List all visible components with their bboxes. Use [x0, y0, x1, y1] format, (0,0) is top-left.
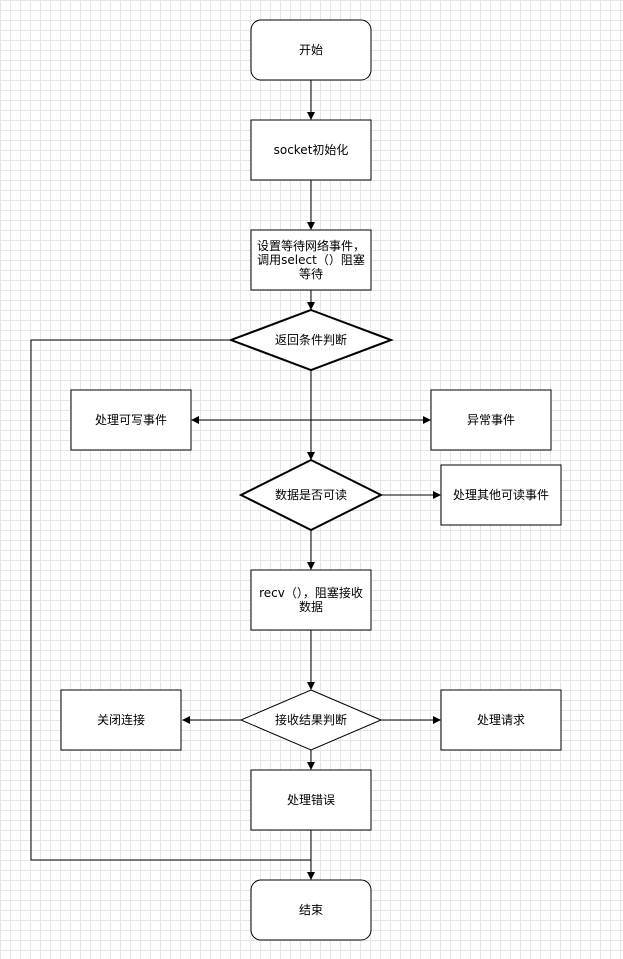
node-handle-writable — [70, 389, 192, 451]
node-data-readable — [238, 458, 384, 532]
label-data-readable: 数据是否可读 — [274, 488, 347, 502]
label-other-readable: 处理其他可读事件 — [452, 488, 549, 502]
shapes — [60, 19, 562, 941]
label-set-wait: 设置等待网络事件，调用select（）阻塞等待 — [256, 239, 365, 281]
node-other-readable — [440, 464, 562, 526]
node-close-conn — [60, 689, 182, 751]
edge-check-loop-to-end — [30, 339, 311, 861]
label-recv: recv（），阻塞接收数据 — [259, 586, 363, 614]
label-close-conn: 关闭连接 — [96, 713, 145, 727]
connectors — [30, 80, 441, 880]
node-return-check — [228, 308, 394, 372]
label-start: 开始 — [298, 43, 323, 57]
label-handle-request: 处理请求 — [476, 713, 525, 727]
node-start — [250, 19, 372, 81]
node-exception — [430, 389, 552, 451]
label-socket-init: socket初始化 — [273, 143, 349, 157]
node-set-wait — [250, 229, 372, 291]
label-handle-error: 处理错误 — [286, 793, 335, 807]
node-handle-error — [250, 769, 372, 831]
node-recv — [250, 569, 372, 631]
label-end: 结束 — [298, 903, 323, 917]
label-recv-result: 接收结果判断 — [274, 713, 347, 727]
node-end — [250, 879, 372, 941]
node-recv-result — [239, 689, 383, 751]
node-handle-request — [440, 689, 562, 751]
label-return-check: 返回条件判断 — [274, 333, 347, 347]
node-socket-init — [250, 119, 372, 181]
label-exception: 异常事件 — [466, 413, 515, 427]
label-handle-writable: 处理可写事件 — [94, 413, 167, 427]
